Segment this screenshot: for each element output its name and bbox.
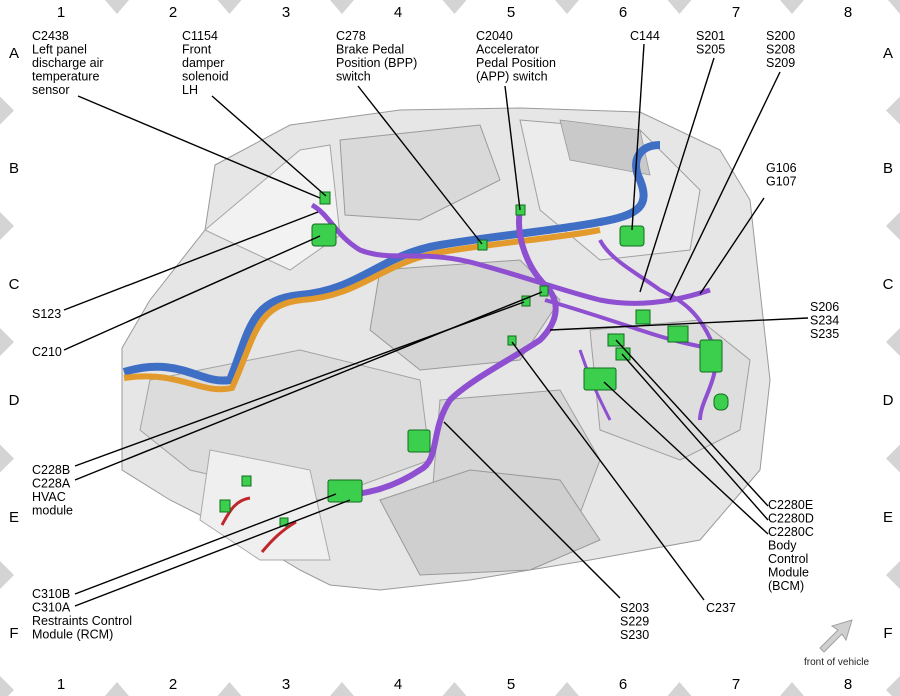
connector-s206: [635, 309, 651, 325]
grid-tick-bottom: [105, 682, 129, 696]
front-of-vehicle-label: front of vehicle: [804, 657, 869, 668]
label-c237: C237: [706, 601, 736, 615]
grid-col-bottom: 6: [619, 676, 627, 693]
grid-tick-left: [0, 676, 14, 696]
grid-row-left: F: [9, 625, 18, 642]
grid-row-left: B: [9, 160, 19, 177]
grid-tick-bottom: [217, 682, 242, 696]
grid-col-bottom: 8: [844, 676, 852, 693]
connector-c237: [507, 335, 517, 346]
grid-tick-left: [0, 96, 14, 125]
connector-rcm-lower: [219, 499, 231, 513]
connector-c2040: [515, 204, 526, 216]
grid-col-bottom: 7: [732, 676, 740, 693]
connector-s203: [407, 429, 431, 453]
grid-row-left: C: [9, 276, 20, 293]
connector-c228a: [539, 285, 549, 297]
connector-c228b: [521, 295, 531, 307]
connector-c2438: [319, 191, 331, 205]
grid-col-top: 6: [619, 4, 627, 21]
grid-tick-top: [555, 0, 579, 14]
grid-row-right: D: [883, 392, 894, 409]
grid-tick-top: [442, 0, 467, 14]
grid-row-left: E: [9, 509, 19, 526]
grid-col-bottom: 5: [507, 676, 515, 693]
label-c144: C144: [630, 29, 660, 43]
connectors: [219, 191, 729, 527]
connector-g106: [667, 325, 689, 343]
grid-row-left: A: [9, 45, 19, 62]
grid-tick-bottom: [555, 682, 579, 696]
connector-right-lower: [713, 393, 729, 411]
grid-tick-bottom: [667, 682, 692, 696]
connector-c210: [311, 223, 337, 247]
grid-tick-right: [886, 96, 900, 125]
grid-tick-bottom: [442, 682, 467, 696]
grid-tick-bottom: [780, 682, 804, 696]
grid-col-top: 5: [507, 4, 515, 21]
grid-tick-top: [780, 0, 804, 14]
grid-col-top: 1: [57, 4, 65, 21]
grid-col-top: 8: [844, 4, 852, 21]
label-c210: C210: [32, 345, 62, 359]
grid-col-bottom: 1: [57, 676, 65, 693]
grid-tick-left: [0, 212, 14, 240]
grid-row-right: C: [883, 276, 894, 293]
label-s123: S123: [32, 307, 61, 321]
grid-tick-right: [886, 561, 900, 589]
grid-tick-right: [886, 328, 900, 356]
direction-arrow-icon: [819, 619, 853, 653]
grid-tick-right: [886, 212, 900, 240]
connector-c310: [327, 479, 363, 503]
grid-tick-right: [886, 676, 900, 696]
grid-tick-right: [886, 444, 900, 473]
grid-tick-left: [0, 328, 14, 356]
grid-col-top: 7: [732, 4, 740, 21]
front-of-vehicle-indicator: front of vehicle: [804, 619, 869, 668]
grid-col-bottom: 2: [169, 676, 177, 693]
grid-col-bottom: 4: [394, 676, 402, 693]
connector-c278: [477, 239, 488, 251]
vehicle-body: [121, 107, 771, 591]
grid-tick-top: [217, 0, 242, 14]
grid-tick-bottom: [330, 682, 354, 696]
leader-lines: [63, 43, 809, 607]
connector-bcm-right: [699, 339, 723, 373]
grid-tick-left: [0, 561, 14, 589]
grid-tick-left: [0, 444, 14, 473]
grid-col-bottom: 3: [282, 676, 290, 693]
grid-tick-top: [888, 0, 900, 14]
grid-col-top: 3: [282, 4, 290, 21]
wiring-harnesses: [122, 141, 721, 553]
grid-row-right: B: [883, 160, 893, 177]
grid-tick-top: [667, 0, 692, 14]
grid-tick-top: [105, 0, 129, 14]
grid-row-right: F: [883, 625, 892, 642]
grid-row-left: D: [9, 392, 20, 409]
grid-row-right: A: [883, 45, 893, 62]
connector-rcm-upper: [241, 475, 252, 487]
grid-col-top: 4: [394, 4, 402, 21]
grid-tick-top: [330, 0, 354, 14]
grid-row-right: E: [883, 509, 893, 526]
grid-col-top: 2: [169, 4, 177, 21]
connector-c2280c: [583, 367, 617, 391]
